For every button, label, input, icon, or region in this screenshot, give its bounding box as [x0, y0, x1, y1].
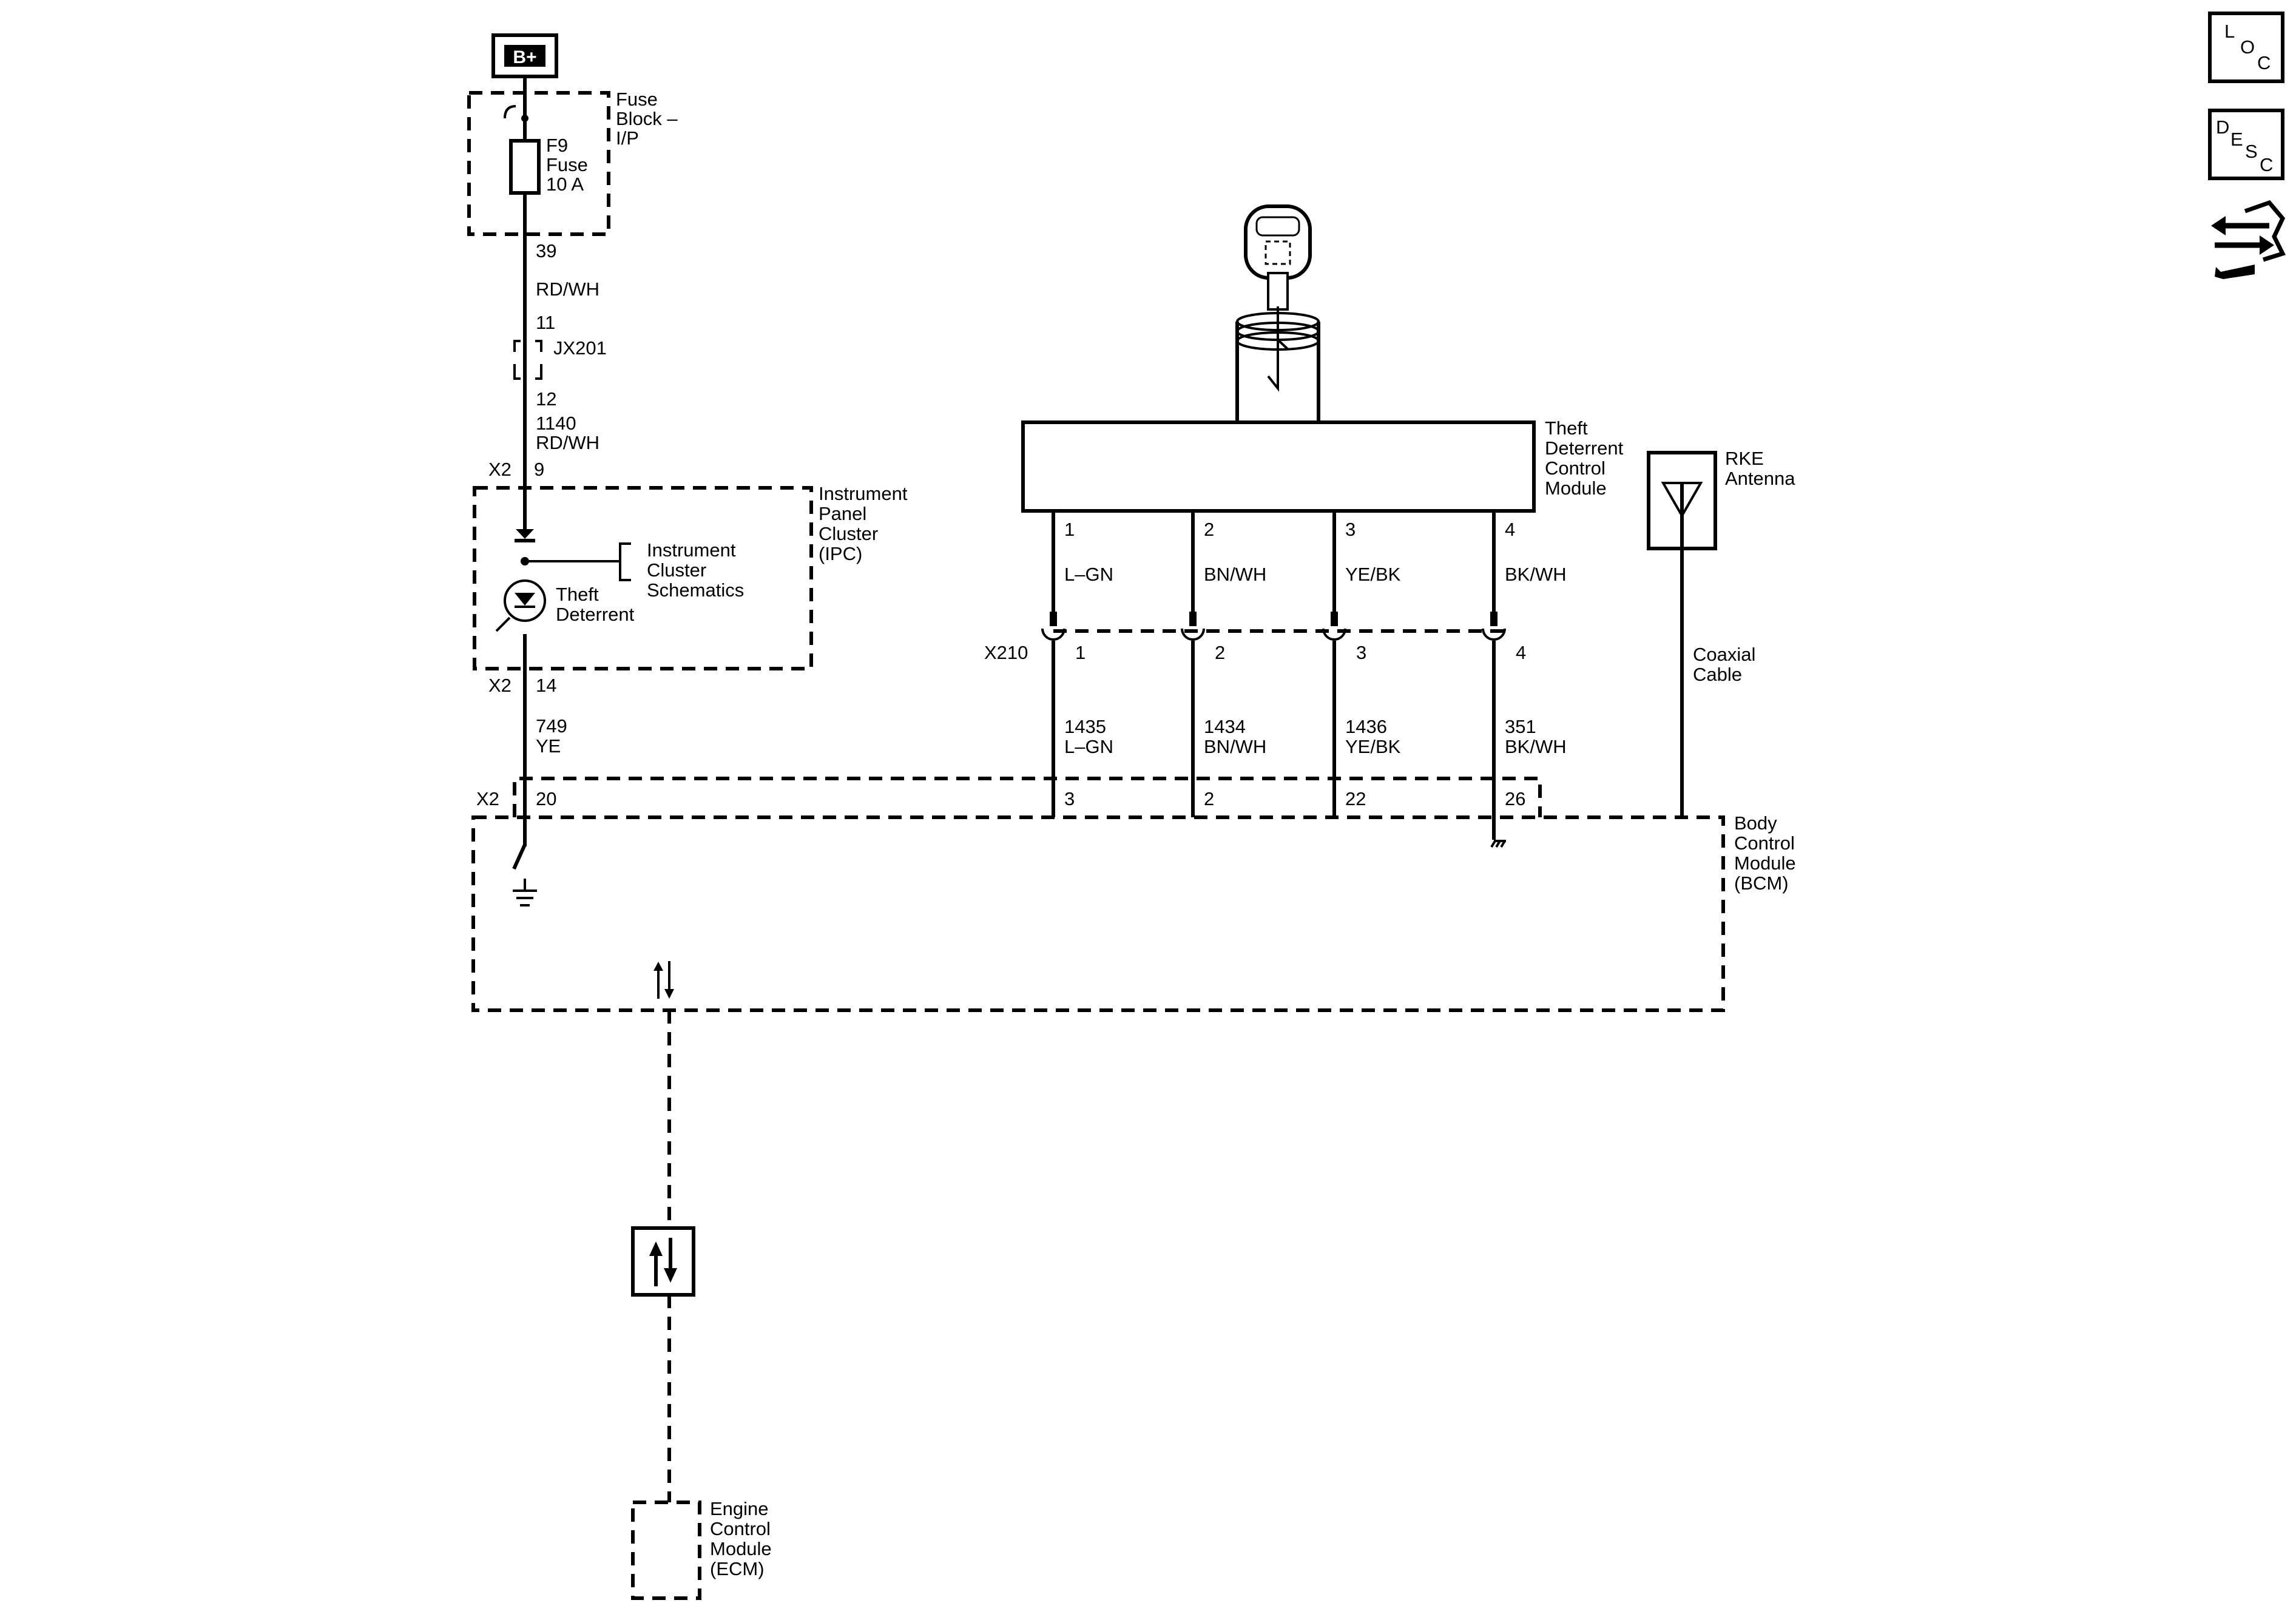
serial-data-block-icon — [631, 1226, 695, 1297]
bcm-pin-22: 22 — [1345, 788, 1366, 809]
pin-12: 12 — [536, 388, 556, 410]
instrument-cluster-schematics-ref: Instrument Cluster Schematics — [647, 539, 744, 601]
circuit-color-1434: BN/WH — [1204, 736, 1266, 757]
circuit-1436: 1436 — [1345, 716, 1387, 737]
x210-pin-4: 4 — [1516, 642, 1526, 663]
x210-pin-2: 2 — [1215, 642, 1225, 663]
bcm-connector-x2: X2 — [476, 788, 499, 809]
pin-14: 14 — [536, 675, 556, 696]
desc-letter-d: D — [2216, 116, 2229, 138]
tdcm-wire-color-2: BN/WH — [1204, 564, 1266, 585]
wire-color-rdwh-bottom: RD/WH — [536, 432, 599, 453]
tdcm-wire-color-3: YE/BK — [1345, 564, 1401, 585]
circuit-749: 749 — [536, 715, 567, 737]
bcm-pin-26: 26 — [1505, 788, 1525, 809]
rke-antenna-title: RKE Antenna — [1725, 448, 1795, 489]
jx201-connector: JX201 — [513, 337, 607, 380]
pin-39: 39 — [536, 240, 556, 262]
ground-icon — [513, 890, 537, 906]
body-control-module: Body Control Module (BCM) X2 20 — [471, 777, 1801, 1012]
fuse-block-title: Fuse Block – I/P — [616, 89, 683, 149]
ecm-title: Engine Control Module (ECM) — [710, 1498, 777, 1579]
desc-button[interactable]: D E S C — [2208, 109, 2284, 180]
theft-deterrent-control-module: Theft Deterrent Control Module — [1021, 417, 1629, 513]
desc-letter-s: S — [2245, 141, 2258, 162]
pin-11: 11 — [536, 312, 555, 333]
tdcm-wire-color-4: BK/WH — [1505, 564, 1567, 585]
chassis-ground-icon — [1490, 840, 1506, 848]
coaxial-cable-label: Coaxial Cable — [1693, 644, 1761, 685]
x210-male-pin-icon — [1189, 612, 1197, 626]
jx201-label: JX201 — [553, 337, 607, 359]
x210-socket-icon — [1482, 628, 1506, 641]
circuit-color-1435: L–GN — [1064, 736, 1113, 757]
loc-letter-c: C — [2257, 52, 2271, 73]
fuse-block-ip: Fuse Block – I/P F9 Fuse 10 A — [467, 89, 683, 236]
x210-male-pin-icon — [1050, 612, 1057, 626]
schematic-reference-bracket — [619, 542, 631, 581]
x210-pin-3: 3 — [1356, 642, 1366, 663]
x210-male-pin-icon — [1490, 612, 1497, 626]
x210-label: X210 — [984, 642, 1028, 663]
ignition-lock-cylinder-icon — [1235, 312, 1320, 422]
circuit-color-351: BK/WH — [1505, 736, 1567, 757]
bcm-title: Body Control Module (BCM) — [1734, 812, 1801, 894]
wire-color-ye: YE — [536, 735, 561, 757]
loc-letter-o: O — [2240, 36, 2255, 58]
fuse-f9-label: F9 Fuse 10 A — [546, 135, 593, 195]
pin-20: 20 — [536, 788, 556, 809]
connector-swap-icon[interactable] — [2211, 200, 2286, 279]
tdcm-pin-3: 3 — [1345, 519, 1356, 540]
x210-pin-1: 1 — [1075, 642, 1086, 663]
engine-control-module: Engine Control Module (ECM) — [631, 1498, 777, 1600]
key-icon — [1244, 204, 1312, 392]
circuit-351: 351 — [1505, 716, 1536, 737]
fuse-f9-icon — [509, 139, 541, 195]
ipc-title: Instrument Panel Cluster (IPC) — [819, 483, 913, 564]
serial-data-icon — [653, 961, 674, 999]
theft-deterrent-label: Theft Deterrent — [556, 584, 635, 625]
tdcm-pin-2: 2 — [1204, 519, 1214, 540]
desc-letter-c: C — [2260, 154, 2273, 175]
ipc-connector-x2-top: X2 — [488, 459, 512, 480]
pin-9: 9 — [534, 459, 544, 480]
battery-supply: B+ — [491, 33, 558, 78]
tdcm-pin-4: 4 — [1505, 519, 1515, 540]
loc-letter-l: L — [2224, 21, 2235, 42]
circuit-1434: 1434 — [1204, 716, 1246, 737]
tdcm-wires: 1L–GN11435L–GN32BN/WH21434BN/WH23YE/BK31… — [1041, 511, 1567, 840]
wire-color-rdwh-top: RD/WH — [536, 279, 599, 300]
rke-antenna: RKE Antenna Coaxial Cable — [1647, 448, 1795, 817]
bcm-pin-3: 3 — [1064, 788, 1075, 809]
x210-male-pin-icon — [1331, 612, 1338, 626]
circuit-1435: 1435 — [1064, 716, 1106, 737]
loc-button[interactable]: L O C — [2208, 12, 2284, 83]
ipc-connector-x2-bottom: X2 — [488, 675, 512, 696]
battery-label: B+ — [513, 47, 536, 67]
desc-letter-e: E — [2230, 129, 2243, 150]
pin-arrow-icon — [516, 529, 534, 539]
bcm-switch-icon — [512, 843, 527, 870]
tdcm-wire-color-1: L–GN — [1064, 564, 1113, 585]
tdcm-title: Theft Deterrent Control Module — [1545, 417, 1629, 499]
circuit-1140: 1140 — [536, 413, 576, 434]
theft-deterrent-lamp-icon — [495, 579, 546, 632]
tdcm-pin-1: 1 — [1064, 519, 1075, 540]
x210-socket-icon — [1181, 628, 1205, 641]
instrument-panel-cluster: Instrument Panel Cluster (IPC) Instrumen… — [473, 483, 913, 670]
bcm-pin-2: 2 — [1204, 788, 1214, 809]
circuit-color-1436: YE/BK — [1345, 736, 1401, 757]
